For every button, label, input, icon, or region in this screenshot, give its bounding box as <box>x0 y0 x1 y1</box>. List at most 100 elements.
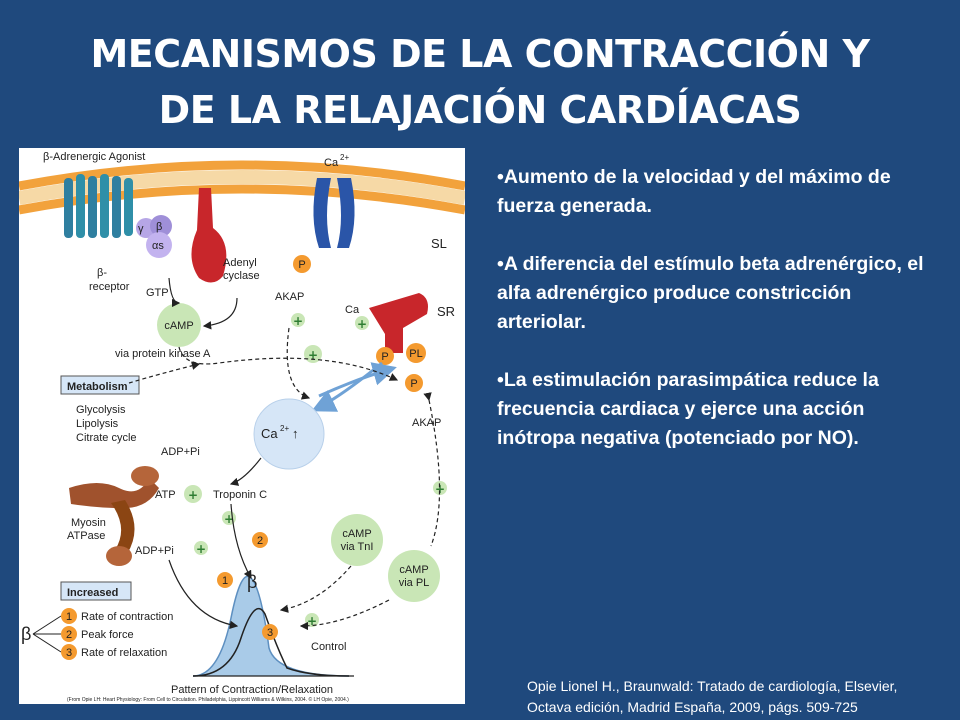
rate-contraction-label: Rate of contraction <box>81 611 173 623</box>
number-label-1: 1 <box>66 611 72 623</box>
bullet-3: •La estimulación parasimpática reduce la… <box>497 369 879 449</box>
akap-right-label: AKAP <box>412 417 441 429</box>
phospho-label-sr: P <box>381 351 388 363</box>
phospho-badge-sr <box>376 347 394 365</box>
bracket-line <box>32 633 62 653</box>
pka-to-sr-arrow <box>178 346 399 381</box>
adp-pi-top-label: ADP+Pi <box>161 446 200 458</box>
increased-box <box>60 581 132 601</box>
rate-relaxation-label: Rate of relaxation <box>81 647 167 659</box>
ca-top-label: Ca <box>324 157 339 169</box>
adp-pi-bottom-label: ADP+Pi <box>135 545 174 557</box>
plus-sign: + <box>357 317 367 331</box>
ca-to-troponin-arrow <box>229 457 262 486</box>
plus-icon <box>194 541 208 555</box>
camp-circle <box>157 303 201 347</box>
akap-to-channel-arrow <box>286 327 311 400</box>
beta-curve-label: β <box>247 572 257 592</box>
number-badge-3 <box>262 624 278 640</box>
camp-label: cAMP <box>164 320 193 332</box>
number-label-2: 2 <box>66 629 72 641</box>
adenyl-cyclase-shape <box>191 188 227 283</box>
camp-pl-label-1: cAMP <box>399 564 428 576</box>
camp-pl-dashed-arrow <box>423 392 441 547</box>
plus-sign: + <box>308 348 318 362</box>
g-protein-beta <box>150 215 172 237</box>
adenyl-label-2: cyclase <box>223 270 260 282</box>
phospholamban-label: PL <box>409 348 422 360</box>
adenyl-to-camp-arrow <box>202 297 238 330</box>
beta-receptor-label-2: receptor <box>89 281 130 293</box>
phospholamban-badge <box>406 343 426 363</box>
phospho-label-pl: P <box>410 378 417 390</box>
plus-sign: + <box>196 542 206 556</box>
ca-center-superscript: 2+ <box>280 424 289 433</box>
number-badge-3 <box>61 644 77 660</box>
atpase-label: ATPase <box>67 530 105 542</box>
camp-tni-label-2: via TnI <box>341 541 374 553</box>
g-protein-alpha <box>146 232 172 258</box>
phospho-badge-pl <box>405 374 423 392</box>
citation-line-1: Opie Lionel H., Braunwald: Tratado de ca… <box>527 678 898 694</box>
metabolism-label: Metabolism <box>67 381 128 393</box>
bracket-line <box>32 615 62 635</box>
citrate-label: Citrate cycle <box>76 432 137 444</box>
pattern-label: Pattern of Contraction/Relaxation <box>171 684 333 696</box>
camp-pl-circle <box>388 550 440 602</box>
adenyl-label-1: Adenyl <box>223 257 257 269</box>
atp-label: ATP <box>155 489 176 501</box>
camp-tni-circle <box>331 514 383 566</box>
lipolysis-label: Lipolysis <box>76 418 119 430</box>
pka-to-metabolism-arrow <box>128 361 201 384</box>
cardiac-mechanism-diagram: β-Adrenergic Agonist Ca 2+ SL SR β- rece… <box>19 151 465 703</box>
plus-icon <box>291 313 305 327</box>
beta-receptor-shape <box>64 174 133 238</box>
camp-tni-to-curve-arrow <box>279 565 352 613</box>
peak-force-label: Peak force <box>81 629 134 641</box>
beta-increased-label: β <box>21 624 31 644</box>
ca-release-arrow <box>311 361 383 412</box>
plus-sign: + <box>188 488 198 502</box>
plus-icon <box>433 481 447 495</box>
phospho-badge-top <box>293 255 311 273</box>
beta-receptor-label-1: β- <box>97 267 107 279</box>
calcium-channel-shape <box>313 178 355 248</box>
number-badge-1 <box>61 608 77 624</box>
camp-pl-label-2: via PL <box>399 577 430 589</box>
number-label-2: 2 <box>257 535 263 547</box>
glycolysis-label: Glycolysis <box>76 404 126 416</box>
number-label-3: 3 <box>267 627 273 639</box>
metabolism-box <box>60 375 140 395</box>
agonist-label: β-Adrenergic Agonist <box>43 151 145 163</box>
plus-icon <box>305 613 319 627</box>
ca-top-superscript: 2+ <box>340 153 349 162</box>
troponin-label: Troponin C <box>213 489 267 501</box>
control-label: Control <box>311 641 346 653</box>
ca-sr-label: Ca <box>345 304 360 316</box>
bullet-1: •Aumento de la velocidad y del máximo de… <box>497 166 891 217</box>
ca-center-arrow: ↑ <box>292 426 299 441</box>
gamma-label: γ <box>138 223 144 235</box>
beta-subunit-label: β <box>156 221 162 233</box>
ca-center-circle <box>253 398 325 470</box>
diagram-figure: β-Adrenergic Agonist Ca 2+ SL SR β- rece… <box>19 148 465 704</box>
gtp-label: GTP <box>146 287 169 299</box>
contraction-curve-control <box>192 608 350 677</box>
myosin-shape <box>69 466 159 566</box>
akap-top-label: AKAP <box>275 291 304 303</box>
citation-line-2: Octava edición, Madrid España, 2009, pág… <box>527 699 858 715</box>
myosin-label: Myosin <box>71 517 106 529</box>
plus-sign: + <box>293 314 303 328</box>
title-line-2: DE LA RELAJACIÓN CARDÍACAS <box>158 88 802 132</box>
plus-icon <box>355 316 369 330</box>
number-badge-2 <box>61 626 77 642</box>
phospho-label-top: P <box>298 259 305 271</box>
cell-membrane <box>19 160 465 215</box>
bullet-2: •A diferencia del estímulo beta adrenérg… <box>497 253 924 333</box>
plus-icon <box>184 485 202 503</box>
number-label-3: 3 <box>66 647 72 659</box>
number-badge-2 <box>252 532 268 548</box>
via-pka-label: via protein kinase A <box>115 348 211 360</box>
camp-tni-label-1: cAMP <box>342 528 371 540</box>
alpha-s-label: αs <box>152 240 164 252</box>
